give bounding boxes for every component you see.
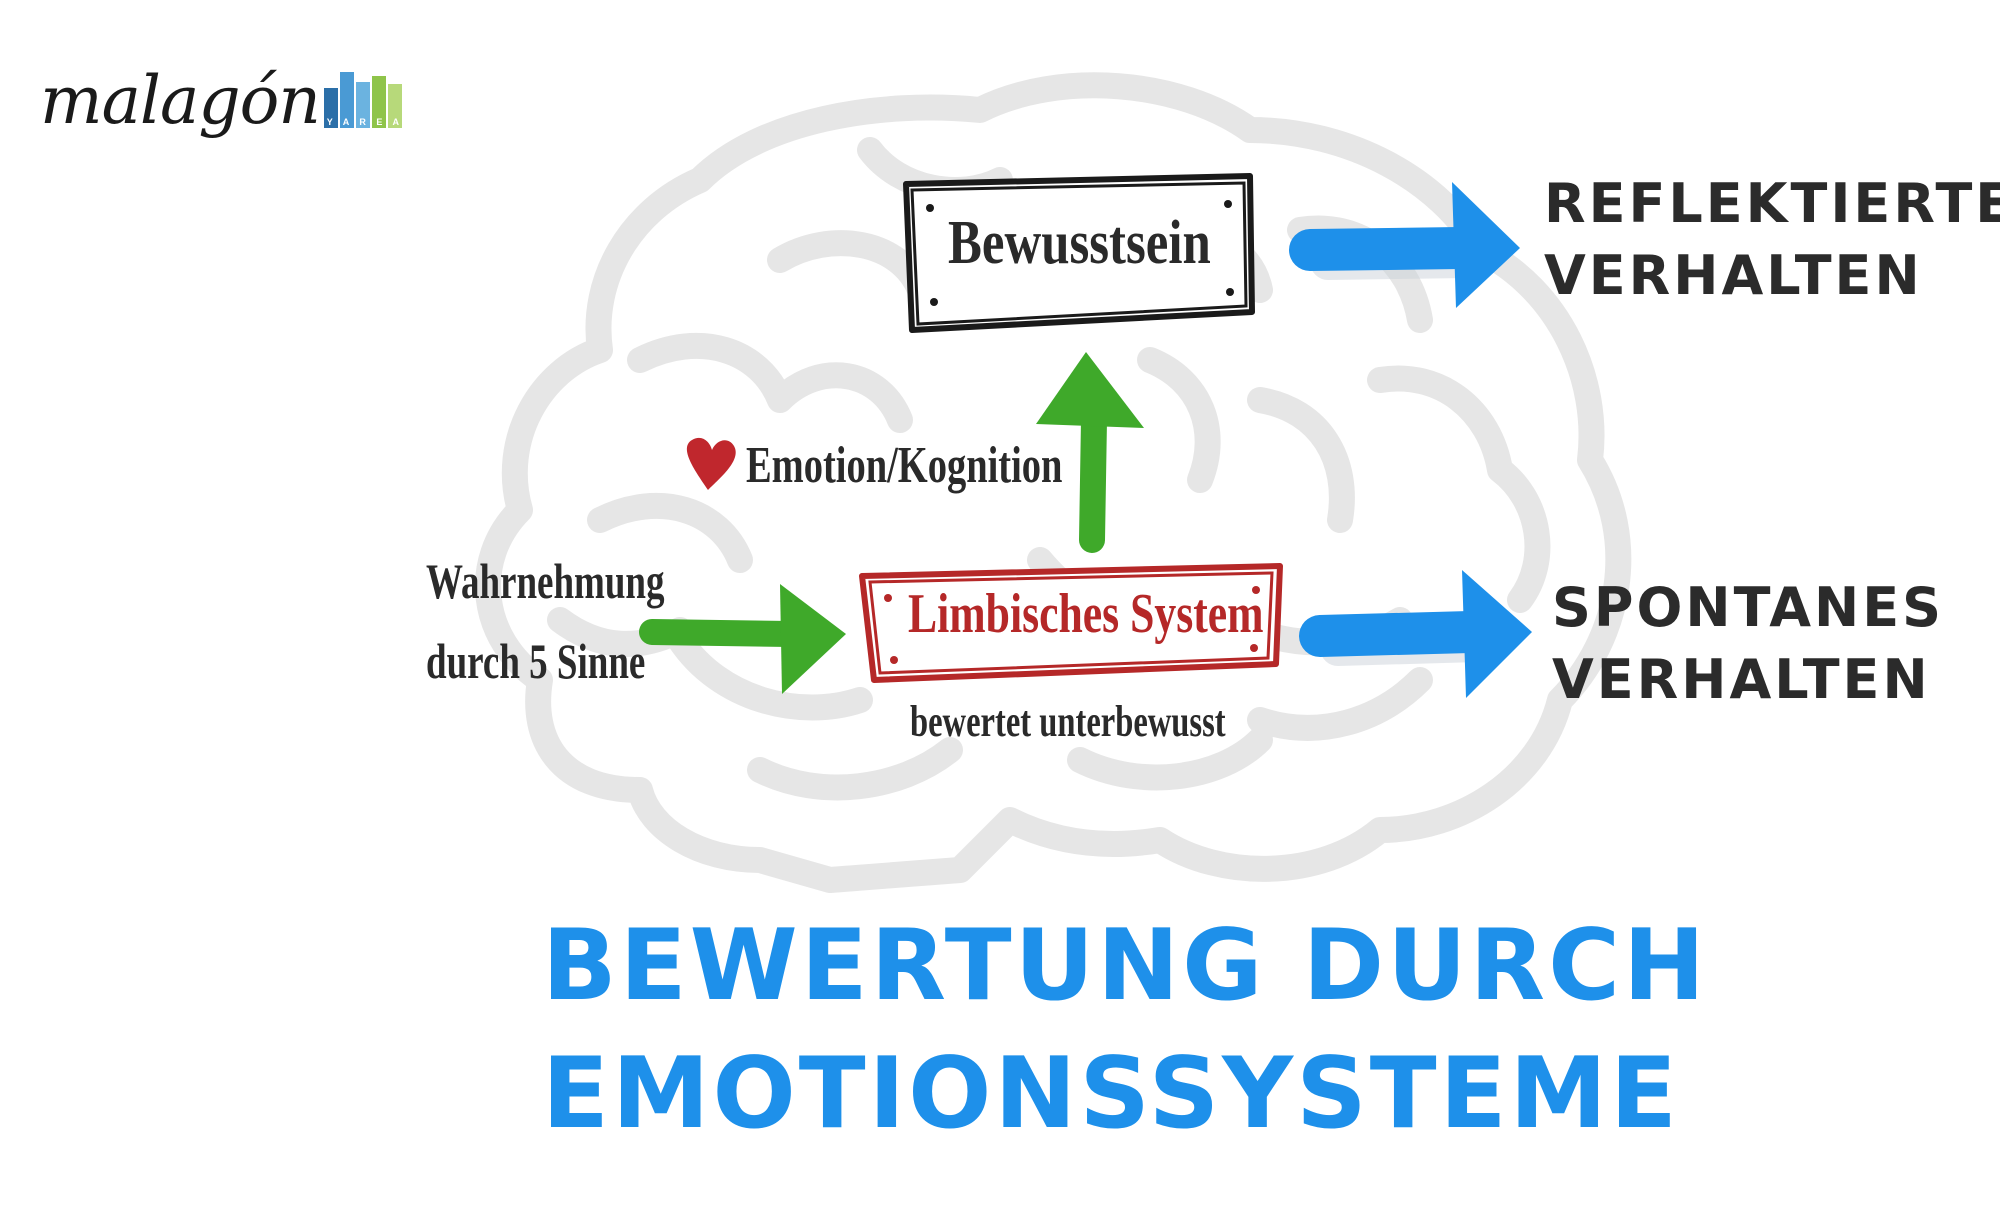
consciousness-label: Bewusstsein <box>948 209 1211 277</box>
upward-arrow <box>1036 352 1144 553</box>
title-line1: BEWERTUNG DURCH <box>542 909 1709 1023</box>
output-top-line1: REFLEKTIERTES <box>1544 172 2000 235</box>
emotion-label: Emotion/Kognition <box>746 437 1063 494</box>
logo-bar <box>387 84 402 128</box>
limbic-box <box>859 563 1283 683</box>
output-top-label: REFLEKTIERTES VERHALTEN <box>1544 168 2000 312</box>
output-bottom-line1: SPONTANES <box>1552 576 1944 639</box>
limbic-caption: bewertet unterbewusst <box>910 697 1226 746</box>
logo-bar <box>323 88 338 128</box>
consciousness-box <box>903 173 1255 333</box>
input-label-line1: Wahrnehmung <box>426 553 665 609</box>
logo-wordmark: malagón <box>40 62 321 139</box>
logo-bar <box>371 76 386 128</box>
title-line2: EMOTIONSSYSTEME <box>542 1037 1680 1151</box>
page-title: BEWERTUNG DURCH EMOTIONSSYSTEME <box>542 902 1708 1158</box>
limbic-label: Limbisches System <box>908 583 1264 645</box>
input-arrow <box>639 584 846 694</box>
output-top-line2: VERHALTEN <box>1544 244 1923 307</box>
output-arrow-top <box>1289 182 1520 308</box>
logo-bar <box>339 72 354 128</box>
input-label-line2: durch 5 Sinne <box>426 633 646 689</box>
output-bottom-label: SPONTANES VERHALTEN <box>1552 572 1944 716</box>
logo-bar <box>355 82 370 128</box>
logo-bars-icon: Y A R E A <box>323 72 406 128</box>
logo-subtext: Y A R E A <box>326 117 404 127</box>
company-logo: malagón Y A R E A <box>40 44 406 134</box>
heart-icon <box>686 437 736 490</box>
output-arrow-bottom <box>1299 570 1532 698</box>
output-bottom-line2: VERHALTEN <box>1552 648 1931 711</box>
